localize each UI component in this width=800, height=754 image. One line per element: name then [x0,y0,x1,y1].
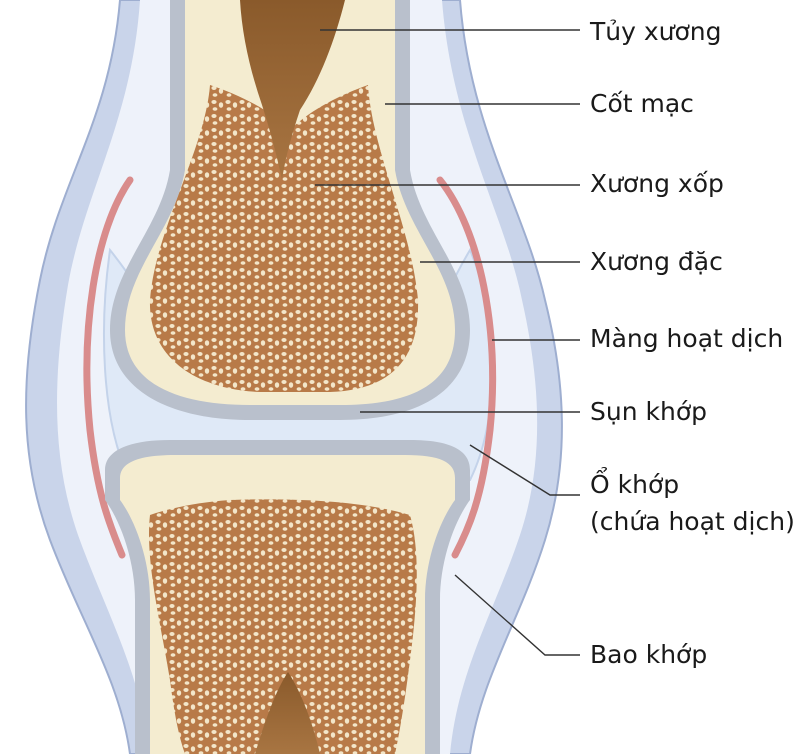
leader-lines [315,29,580,656]
upper-spongy-bone [149,85,419,392]
lower-marrow [255,672,320,754]
synovial-membrane-left [83,176,134,559]
leader-joint-cavity [469,444,580,496]
synovial-membrane-right [436,176,497,559]
label-spongy-bone: Xương xốp [590,169,724,198]
label-joint-cavity: Ổ khớp [590,470,680,499]
leader-joint-capsule [454,574,580,656]
label-compact-bone: Xương đặc [590,247,723,276]
label-articular-cartilage: Sụn khớp [590,397,707,426]
label-joint-cavity-note: (chứa hoạt dịch) [590,507,795,536]
label-synovial-membrane: Màng hoạt dịch [590,324,784,353]
bone-marrow [240,0,345,180]
label-marrow: Tủy xương [590,17,722,46]
label-periosteum: Cốt mạc [590,89,694,118]
label-joint-capsule: Bao khớp [590,640,708,669]
lower-spongy-bone [149,499,417,754]
